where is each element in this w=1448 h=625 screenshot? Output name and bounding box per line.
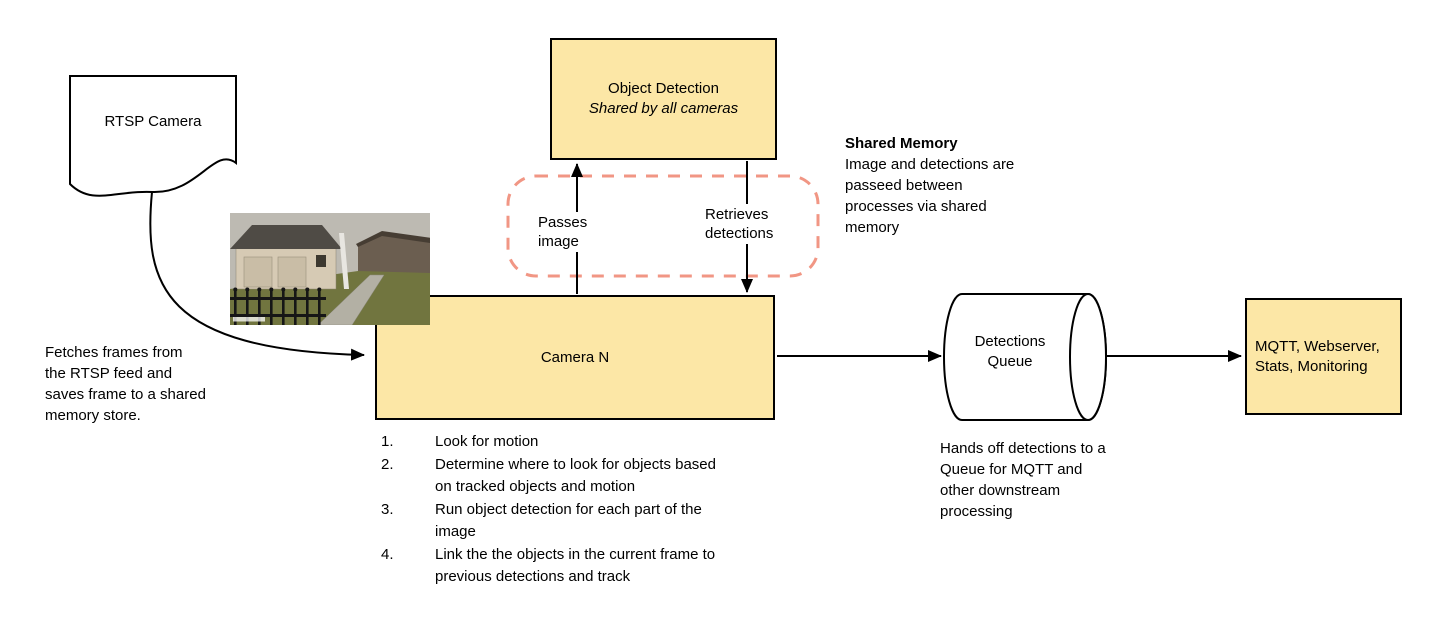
snapshot-garage-door-left: [243, 256, 273, 288]
step-number: 3.: [381, 501, 394, 518]
snapshot-distant-roof: [356, 231, 430, 247]
shared-memory-note-body: Image and detections are passeed between…: [845, 156, 1015, 236]
object-detection-subtitle: Shared by all cameras: [588, 100, 739, 117]
rtsp-fetch-note: Fetches frames from the RTSP feed and sa…: [45, 344, 206, 424]
shared-memory-note-title: Shared Memory: [845, 135, 958, 152]
object-detection-node: Object Detection Shared by all cameras: [550, 38, 777, 160]
camera-n-label: Camera N: [540, 348, 610, 366]
step-text: Look for motion: [435, 433, 539, 450]
outputs-label: MQTT, Webserver, Stats, Monitoring: [1255, 337, 1380, 375]
camera-step-3: 3. Run object detection for each part of…: [381, 499, 720, 543]
camera-n-node: Camera N: [375, 295, 775, 420]
camera-step-1: 1. Look for motion: [381, 431, 720, 453]
step-number: 4.: [381, 546, 394, 563]
camera-step-2: 2. Determine where to look for objects b…: [381, 454, 720, 498]
step-number: 1.: [381, 433, 394, 450]
snapshot-garage-roof: [230, 225, 342, 249]
retrieves-detections-edge-label: Retrieves detections: [703, 204, 787, 244]
detections-queue-label: Detections Queue: [974, 333, 1046, 370]
snapshot-distant-house: [358, 233, 430, 273]
snapshot-timestamp-overlay: [233, 317, 265, 322]
snapshot-pole: [339, 233, 349, 289]
snapshot-garage-window: [316, 255, 326, 267]
shared-memory-note: Shared Memory Image and detections are p…: [845, 133, 1050, 238]
edge-rtsp-to-camera: [149, 191, 365, 361]
step-text: Determine where to look for objects base…: [435, 456, 716, 495]
step-number: 2.: [381, 456, 394, 473]
detections-queue-shape: [943, 293, 1107, 421]
camera-step-4: 4. Link the the objects in the current f…: [381, 544, 720, 588]
shared-memory-dashed-region: [506, 174, 820, 278]
snapshot-garage-door-right: [277, 256, 307, 288]
snapshot-fence: [230, 287, 326, 325]
camera-snapshot-image: [230, 213, 430, 325]
object-detection-title: Object Detection: [608, 80, 719, 97]
snapshot-sidewalk: [317, 274, 385, 325]
camera-snapshot-scene: [230, 213, 430, 325]
outputs-node: MQTT, Webserver, Stats, Monitoring: [1245, 298, 1402, 415]
queue-handoff-note: Hands off detections to a Queue for MQTT…: [940, 440, 1106, 520]
rtsp-camera-shape: [69, 75, 237, 197]
passes-image-edge-label: Passes image: [536, 212, 592, 252]
camera-steps-list: 1. Look for motion 2. Determine where to…: [381, 431, 720, 589]
step-text: Link the the objects in the current fram…: [435, 546, 716, 585]
rtsp-camera-label: RTSP Camera: [104, 113, 202, 130]
step-text: Run object detection for each part of th…: [435, 501, 702, 540]
